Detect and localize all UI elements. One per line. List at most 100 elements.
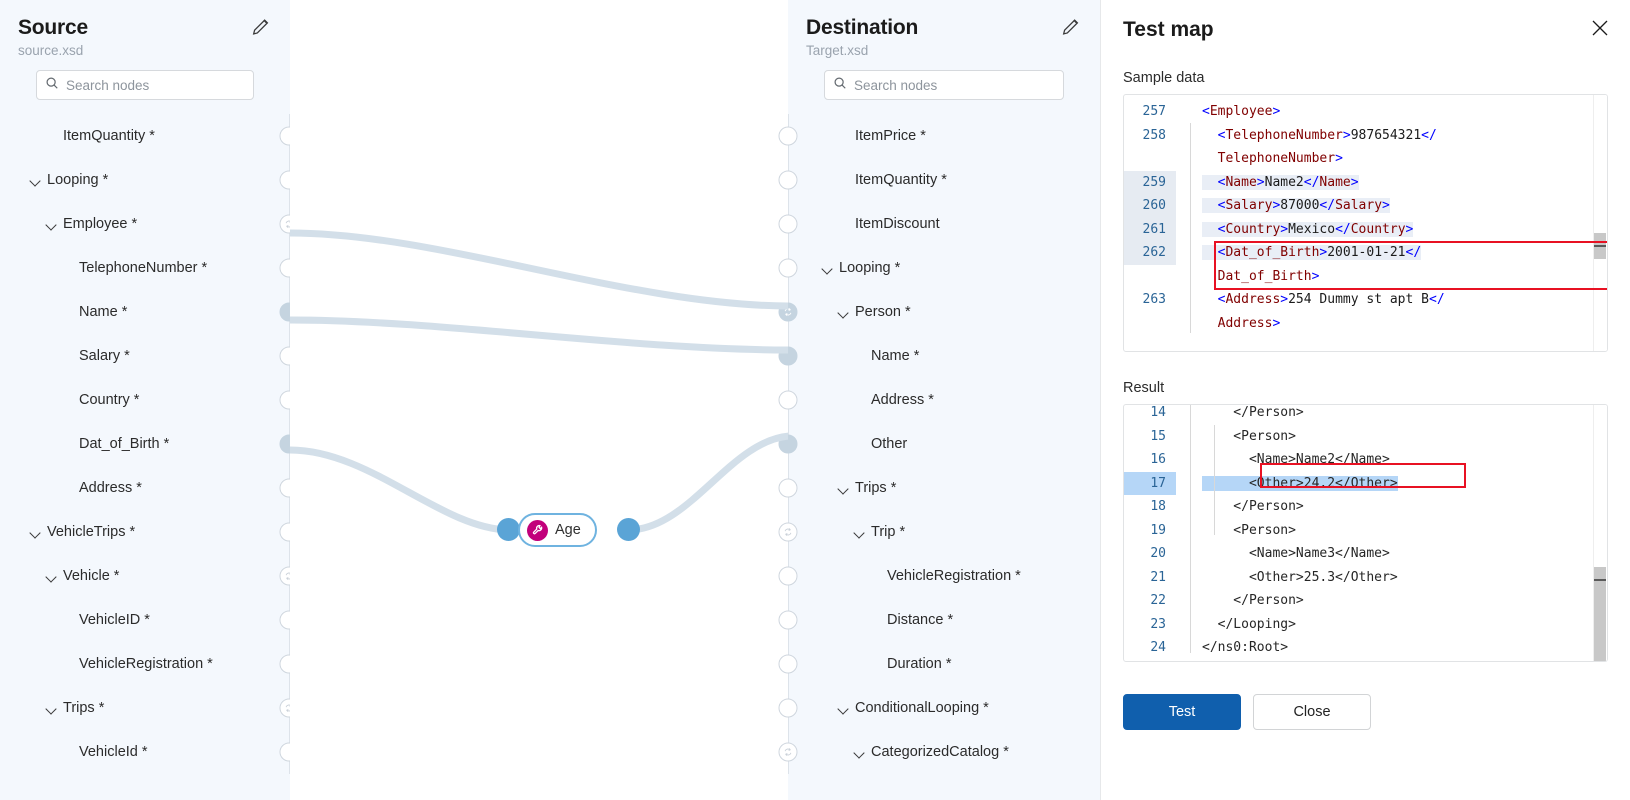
code-line: . Address> [1124,312,1607,336]
tree-node-looping[interactable]: Looping * [788,246,1100,290]
code-line: . TelephoneNumber> [1124,147,1607,171]
source-search-input[interactable] [66,77,245,93]
code-line: 23 </Looping> [1124,613,1607,637]
connector-dot[interactable] [778,126,798,146]
connector-dot[interactable] [778,610,798,630]
tree-node-trips[interactable]: Trips * [788,466,1100,510]
tree-node-itemdiscount[interactable]: ItemDiscount [788,202,1100,246]
connector-dot[interactable] [778,742,798,762]
age-node-output-handle[interactable] [617,518,640,541]
tree-node-vehicleregistration[interactable]: VehicleRegistration * [0,642,290,686]
code-line: 20 <Name>Name3</Name> [1124,542,1607,566]
result-scrollbar[interactable] [1593,405,1607,661]
connector-dot[interactable] [778,566,798,586]
connector-dot[interactable] [778,258,798,278]
tree-node-vehicle[interactable]: Vehicle * [0,554,290,598]
tree-node-looping[interactable]: Looping * [0,158,290,202]
tree-node-itemprice[interactable]: ItemPrice * [788,114,1100,158]
result-scrollbar-thumb[interactable] [1594,567,1606,661]
chevron-down-icon[interactable] [838,483,851,496]
tree-node-trip[interactable]: Trip * [788,510,1100,554]
age-node-input-handle[interactable] [497,518,520,541]
chevron-down-icon[interactable] [854,747,867,760]
connector-dot[interactable] [778,654,798,674]
tree-node-trips[interactable]: Trips * [0,686,290,730]
code-line: 258 <TelephoneNumber>987654321</ [1124,124,1607,148]
sample-data-editor[interactable]: 257<Employee>258 <TelephoneNumber>987654… [1123,94,1608,352]
tree-node-label: ItemQuantity * [63,128,155,144]
tree-node-telephonenumber[interactable]: TelephoneNumber * [0,246,290,290]
chevron-down-icon[interactable] [854,527,867,540]
connector-dot[interactable] [778,390,798,410]
tree-node-label: Name * [79,304,128,320]
line-number: 14 [1150,405,1166,420]
sample-scrollbar-thumb[interactable] [1594,233,1606,259]
source-title: Source [18,16,88,39]
destination-search-box[interactable] [824,70,1064,100]
tree-node-address[interactable]: Address * [0,466,290,510]
destination-header: Destination Target.xsd [788,0,1100,100]
tree-node-itemquantity[interactable]: ItemQuantity * [788,158,1100,202]
tree-node-address[interactable]: Address * [788,378,1100,422]
pencil-icon[interactable] [1060,16,1082,38]
tree-node-salary[interactable]: Salary * [0,334,290,378]
line-number: . [1124,147,1176,171]
tree-node-label: Distance * [887,612,954,628]
tree-node-other[interactable]: Other [788,422,1100,466]
tree-node-vehicleid[interactable]: VehicleId * [0,730,290,774]
test-button[interactable]: Test [1123,694,1241,730]
chevron-down-icon[interactable] [30,527,43,540]
tree-node-label: TelephoneNumber * [79,260,208,276]
tree-indent-spacer [838,219,851,232]
code-text: <Country>Mexico</Country> [1190,218,1607,242]
close-button[interactable]: Close [1253,694,1371,730]
code-text: </Looping> [1202,616,1296,632]
tree-node-country[interactable]: Country * [0,378,290,422]
chevron-down-icon[interactable] [838,703,851,716]
code-line: 15 <Person> [1124,425,1607,449]
code-line: 262 <Dat_of_Birth>2001-01-21</ [1124,241,1607,265]
tree-node-vehicleregistration[interactable]: VehicleRegistration * [788,554,1100,598]
tree-node-person[interactable]: Person * [788,290,1100,334]
tree-node-employee[interactable]: Employee * [0,202,290,246]
age-function-node[interactable]: Age [518,513,597,547]
tree-node-label: Other [871,436,908,452]
connector-dot[interactable] [778,214,798,234]
destination-search-input[interactable] [854,77,1055,93]
tree-node-distance[interactable]: Distance * [788,598,1100,642]
chevron-down-icon[interactable] [46,219,59,232]
tree-indent-spacer [870,615,883,628]
tree-node-categorizedcatalog[interactable]: CategorizedCatalog * [788,730,1100,774]
sample-scrollbar[interactable] [1593,95,1607,351]
connector-dot[interactable] [778,478,798,498]
connector-dot[interactable] [778,522,798,542]
code-text: <Person> [1202,428,1296,444]
chevron-down-icon[interactable] [838,307,851,320]
pencil-icon[interactable] [250,16,272,38]
tree-node-name[interactable]: Name * [0,290,290,334]
tree-node-duration[interactable]: Duration * [788,642,1100,686]
code-text: <Name>Name3</Name> [1202,546,1390,561]
tree-node-itemquantity[interactable]: ItemQuantity * [0,114,290,158]
tree-node-label: ConditionalLooping * [855,700,989,716]
tree-node-label: Country * [79,392,140,408]
tree-node-vehicleid[interactable]: VehicleID * [0,598,290,642]
connector-dot[interactable] [778,170,798,190]
source-search-box[interactable] [36,70,254,100]
chevron-down-icon[interactable] [822,263,835,276]
chevron-down-icon[interactable] [46,703,59,716]
test-map-actions: Test Close [1123,694,1608,730]
tree-node-conditionallooping[interactable]: ConditionalLooping * [788,686,1100,730]
tree-node-vehicletrips[interactable]: VehicleTrips * [0,510,290,554]
destination-filename: Target.xsd [806,43,869,58]
close-icon[interactable] [1588,16,1612,40]
result-editor[interactable]: 14 </Person>15 <Person>16 <Name>Name2</N… [1123,404,1608,662]
tree-node-label: Person * [855,304,911,320]
chevron-down-icon[interactable] [46,571,59,584]
chevron-down-icon[interactable] [30,175,43,188]
connector-dot[interactable] [778,698,798,718]
tree-node-dat-of-birth[interactable]: Dat_of_Birth * [0,422,290,466]
mapping-canvas[interactable]: Age [290,0,788,800]
tree-node-name[interactable]: Name * [788,334,1100,378]
